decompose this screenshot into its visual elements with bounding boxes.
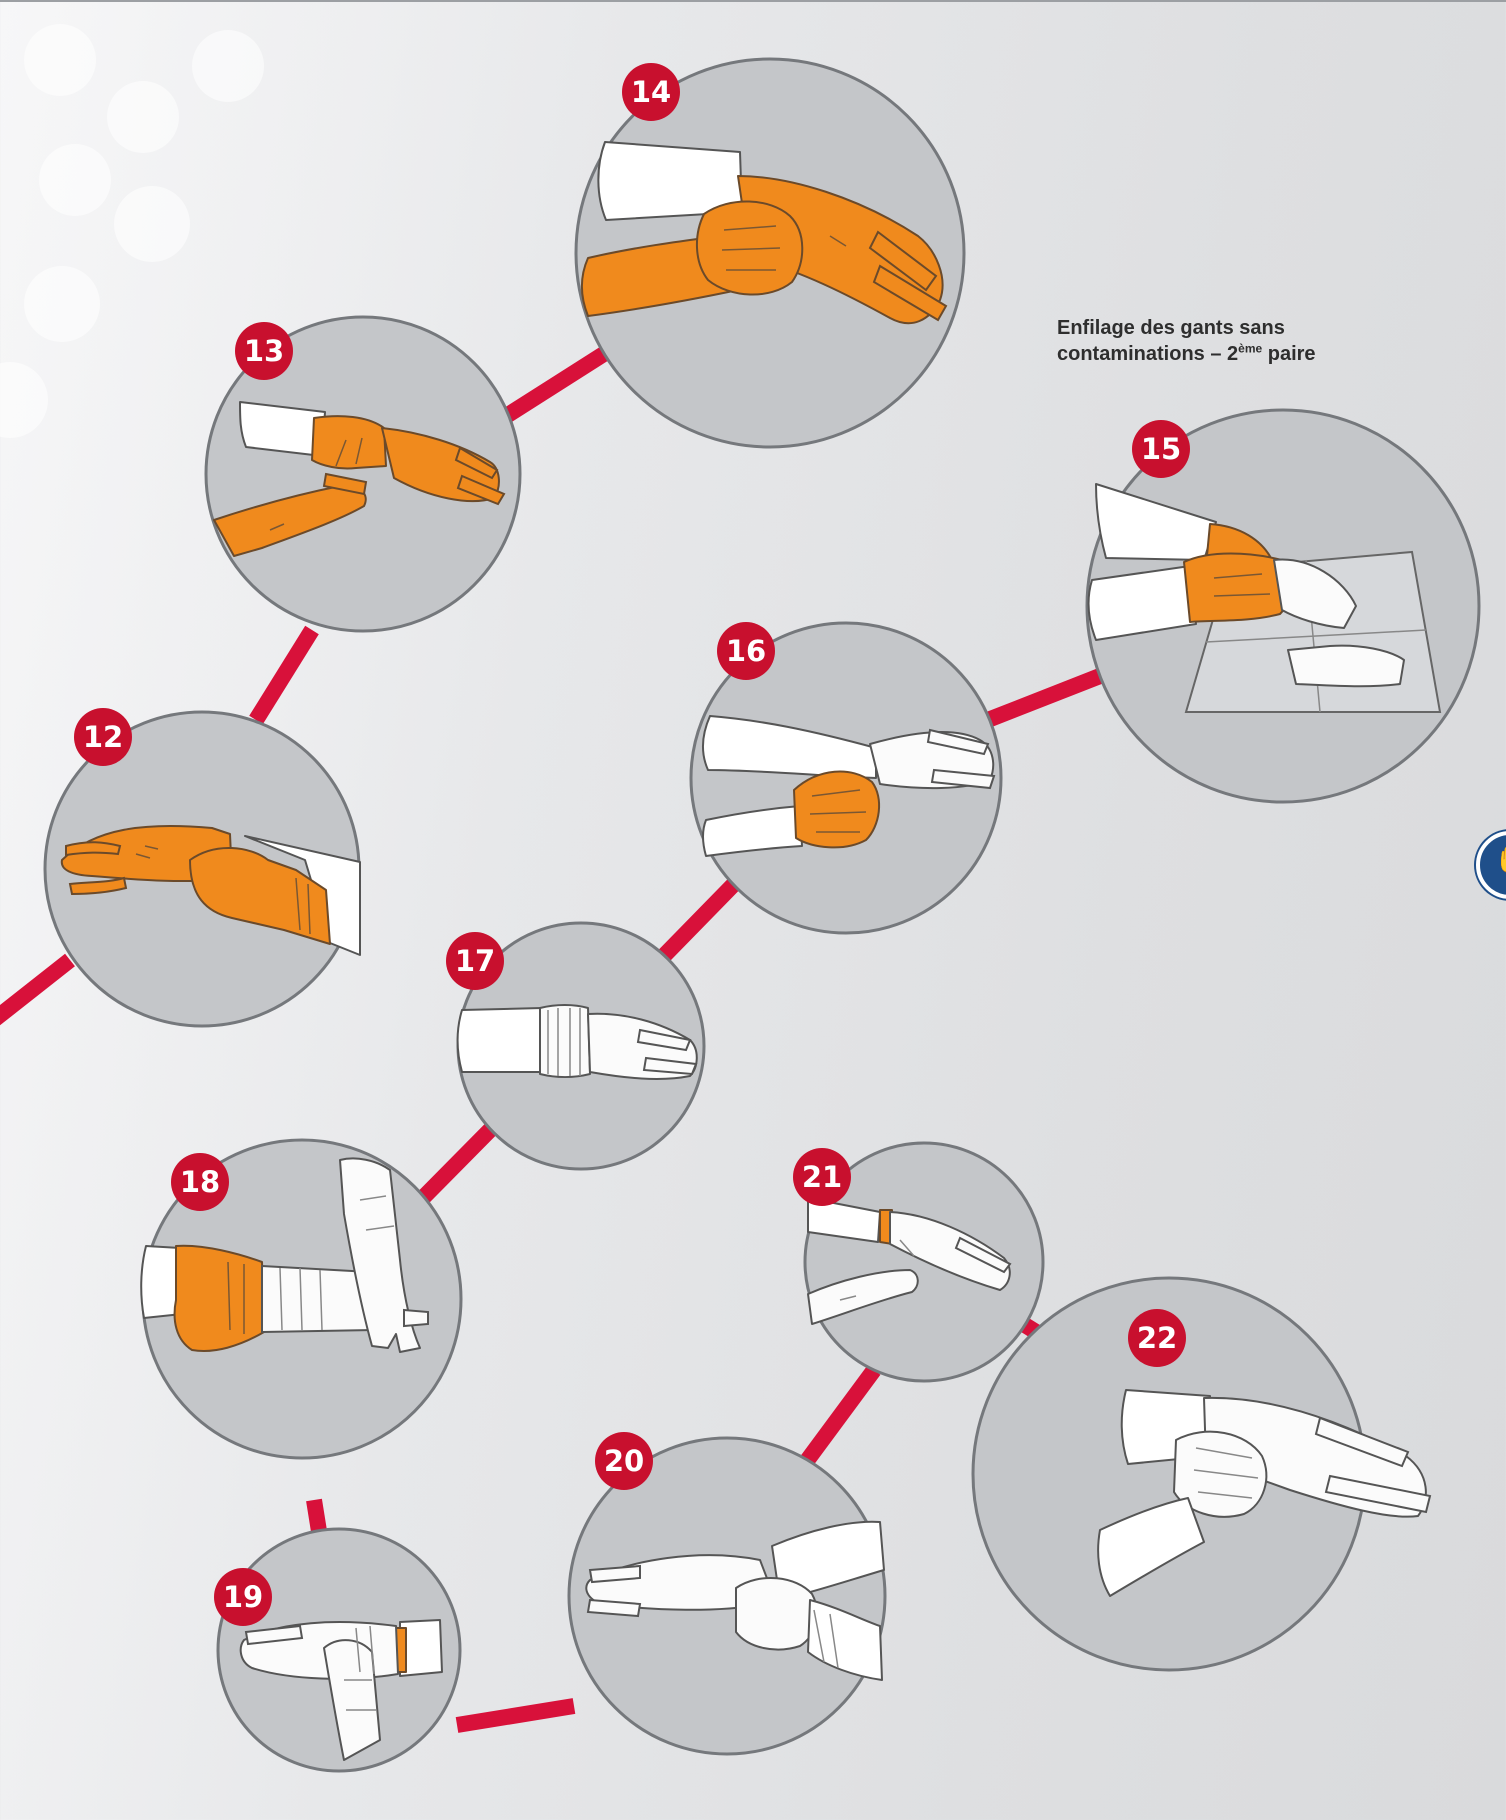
section-title: Enfilage des gants sans contaminations –… bbox=[1057, 315, 1417, 367]
orange-glove-fist bbox=[697, 201, 802, 294]
step-21-badge: 21 bbox=[793, 1148, 851, 1206]
section-title-line-1: Enfilage des gants sans bbox=[1057, 315, 1417, 341]
step-15-badge: 15 bbox=[1132, 420, 1190, 478]
step-number: 14 bbox=[631, 75, 671, 109]
white-glove-fist bbox=[736, 1578, 817, 1650]
step-19 bbox=[218, 1529, 460, 1771]
step-22-badge: 22 bbox=[1128, 1309, 1186, 1367]
finger bbox=[404, 1310, 428, 1326]
connector-11-12 bbox=[0, 960, 70, 1023]
finger bbox=[590, 1566, 640, 1582]
step-22 bbox=[973, 1278, 1430, 1670]
finger bbox=[66, 842, 120, 855]
section-title-superscript: ème bbox=[1238, 341, 1262, 355]
step-number: 22 bbox=[1137, 1321, 1177, 1355]
connector-20-21 bbox=[806, 1370, 874, 1462]
step-14-badge: 14 bbox=[622, 63, 680, 121]
connector-19-20 bbox=[457, 1706, 574, 1725]
step-19-badge: 19 bbox=[214, 1568, 272, 1626]
white-glove-in-package bbox=[1288, 646, 1404, 687]
section-title-line-2-suffix: paire bbox=[1262, 343, 1315, 365]
step-20-badge: 20 bbox=[595, 1432, 653, 1490]
step-number: 17 bbox=[455, 944, 495, 978]
connector-13-14 bbox=[500, 350, 610, 420]
finger bbox=[588, 1600, 640, 1616]
step-number: 21 bbox=[802, 1160, 842, 1194]
step-14 bbox=[576, 59, 964, 447]
step-number: 13 bbox=[244, 334, 284, 368]
orange-glove-fist bbox=[794, 772, 879, 848]
step-16-badge: 16 bbox=[717, 622, 775, 680]
step-number: 16 bbox=[726, 634, 766, 668]
step-number: 15 bbox=[1141, 432, 1181, 466]
connector-16-15 bbox=[975, 676, 1100, 725]
orange-glove-hand bbox=[175, 1246, 264, 1351]
step-18-badge: 18 bbox=[171, 1153, 229, 1211]
step-number: 20 bbox=[604, 1444, 644, 1478]
step-17-badge: 17 bbox=[446, 932, 504, 990]
connector-12-13 bbox=[256, 630, 312, 720]
glove-glyph: ✋ bbox=[1494, 845, 1506, 875]
orange-glove-cuff bbox=[312, 416, 386, 468]
step-13-badge: 13 bbox=[235, 322, 293, 380]
section-title-line-2: contaminations – 2ème paire bbox=[1057, 341, 1417, 367]
step-number: 19 bbox=[223, 1580, 263, 1614]
sleeve bbox=[458, 1008, 545, 1072]
section-title-line-2-prefix: contaminations – 2 bbox=[1057, 343, 1238, 365]
step-number: 12 bbox=[83, 720, 123, 754]
step-number: 18 bbox=[180, 1165, 220, 1199]
step-12-badge: 12 bbox=[74, 708, 132, 766]
